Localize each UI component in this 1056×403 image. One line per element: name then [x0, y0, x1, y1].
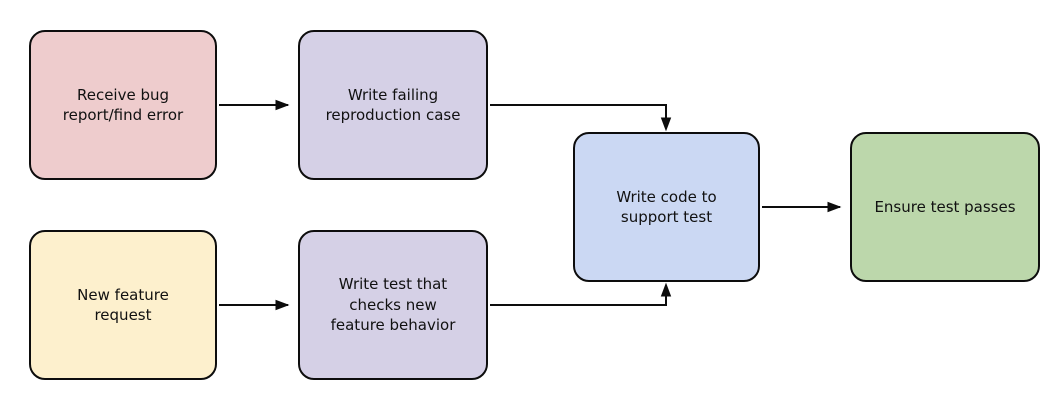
edge-line	[490, 104, 667, 122]
arrowhead-icon	[827, 201, 842, 213]
node-receive-bug-report[interactable]: Receive bug report/find error	[29, 30, 217, 180]
node-label: Write test that checks new feature behav…	[330, 275, 456, 335]
arrowhead-icon	[275, 99, 290, 111]
edge-feature-request-to-write-test	[219, 299, 290, 311]
node-write-test-feature-behavior[interactable]: Write test that checks new feature behav…	[298, 230, 488, 380]
node-ensure-test-passes[interactable]: Ensure test passes	[850, 132, 1040, 282]
edge-write-code-to-ensure-passes	[762, 201, 842, 213]
edge-write-test-to-write-code	[490, 282, 672, 306]
node-write-failing-reproduction-case[interactable]: Write failing reproduction case	[298, 30, 488, 180]
arrowhead-icon	[660, 282, 672, 297]
edge-failing-case-to-write-code	[490, 104, 672, 132]
arrowhead-icon	[660, 117, 672, 132]
node-write-code-to-support-test[interactable]: Write code to support test	[573, 132, 760, 282]
node-label: Receive bug report/find error	[62, 85, 184, 125]
node-label: Ensure test passes	[874, 197, 1016, 216]
node-label: Write failing reproduction case	[325, 85, 461, 125]
node-label: New feature request	[77, 285, 169, 325]
node-label: Write code to support test	[616, 187, 717, 227]
edge-bug-to-failing-case	[219, 99, 290, 111]
arrowhead-icon	[275, 299, 290, 311]
node-new-feature-request[interactable]: New feature request	[29, 230, 217, 380]
edge-line	[490, 292, 667, 306]
